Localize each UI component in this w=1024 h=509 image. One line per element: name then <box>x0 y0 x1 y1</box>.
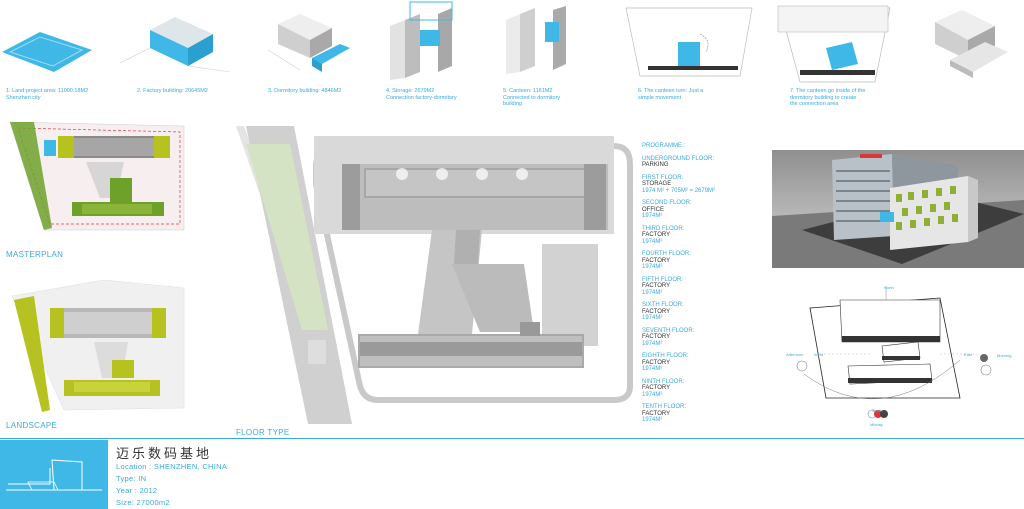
sun-label-east: East <box>964 352 973 357</box>
floor-name: SIXTH FLOOR: <box>642 302 684 308</box>
project-location: Location : SHENZHEN, CHINA <box>116 462 228 471</box>
project-type: Type: IN <box>116 474 147 483</box>
floor-area: 1974M² <box>642 340 663 347</box>
caption-line: 6. The canteen turn: Just a <box>638 88 704 94</box>
step-caption-6: 6. The canteen turn: Just a simple movem… <box>638 88 748 101</box>
step-caption-4: 4. Storage: 2679M2 Connection factory-do… <box>386 88 496 101</box>
floor-tenth: TENTH FLOOR: FACTORY 1974M² <box>642 404 762 424</box>
floor-name: FOURTH FLOOR: <box>642 251 691 257</box>
floor-area: 1974M² <box>642 366 663 372</box>
floor-fourth: FOURTH FLOOR: FACTORY 1974M² <box>642 251 762 271</box>
step-caption-2: 2. Factory building: 20645M2 <box>137 88 247 95</box>
sun-label-south: South <box>872 408 883 413</box>
sun-label-afternoon: Afternoon <box>786 352 804 357</box>
programme-heading: PROGRAMME : <box>642 143 686 149</box>
floor-name: SECOND FLOOR: <box>642 200 692 206</box>
sun-path-diagram <box>796 286 992 419</box>
floor-fifth: FIFTH FLOOR: FACTORY 1974M² <box>642 277 762 297</box>
floor-use: FACTORY <box>642 385 671 391</box>
caption-line: Connected to dormitory <box>503 94 561 101</box>
diagram-land-area <box>2 32 92 72</box>
caption-line: the connection area <box>790 101 839 107</box>
floor-area: 1974M² <box>642 213 663 219</box>
floor-area: 1974M² <box>642 315 663 321</box>
floor-area: 1974M² <box>642 417 663 423</box>
floor-name: FIFTH FLOOR: <box>642 276 683 283</box>
caption-line: 2. Factory building: 20645M2 <box>137 88 208 94</box>
floor-use: PARKING <box>642 162 669 168</box>
sun-label-north: North <box>884 285 894 290</box>
sun-label-morning: Morning <box>997 353 1012 358</box>
floor-use: STORAGE <box>642 181 672 187</box>
floor-area: 1974M² <box>642 264 663 270</box>
floor-third: THIRD FLOOR: FACTORY 1974M² <box>642 226 762 246</box>
floor-area: 1974 M² + 705M² = 2679M² <box>642 187 716 194</box>
floor-name: FIRST FLOOR: <box>642 174 684 181</box>
floor-use: FACTORY <box>642 232 671 238</box>
caption-line: 1. Land project area: 11000.18M2 <box>6 88 89 94</box>
floor-area: 1974M² <box>642 238 663 245</box>
sun-label-west: West <box>814 352 824 357</box>
floor-use: OFFICE <box>642 206 664 213</box>
masterplan-label: MASTERPLAN <box>6 250 64 259</box>
logo-mark <box>0 440 108 509</box>
step-caption-1: 1. Land project area: 11000.18M2 Shenzhe… <box>6 88 116 101</box>
diagram-factory-building <box>119 17 231 73</box>
caption-line: Connection factory-dormitory <box>386 94 457 101</box>
floor-use: FACTORY <box>642 308 671 315</box>
programme-list: PROGRAMME : UNDERGROUND FLOOR: PARKING F… <box>642 143 762 430</box>
concept-diagrams <box>2 1 1008 83</box>
masterplan-drawing <box>9 121 185 231</box>
floor-ninth: NINTH FLOOR: FACTORY 1974M² <box>642 379 762 399</box>
step-caption-5: 5. Canteen: 1161M2 Connected to dormitor… <box>503 88 613 108</box>
step-caption-3: 3. Dormitory building: 4846M2 <box>268 88 378 95</box>
floor-name: EIGHTH FLOOR: <box>642 353 689 359</box>
caption-line: dormitory building to create <box>790 94 857 101</box>
project-size: Size: 27000m2 <box>116 498 170 507</box>
caption-line: simple movement <box>638 94 682 101</box>
project-title: 迈乐数码基地 <box>116 447 213 462</box>
floor-use: FACTORY <box>642 334 671 340</box>
footer-divider <box>0 438 1024 439</box>
floor-type-plan <box>236 126 633 424</box>
landscape-label: LANDSCAPE <box>6 421 58 430</box>
caption-line: 4. Storage: 2679M2 <box>386 88 435 94</box>
floor-underground: UNDERGROUND FLOOR: PARKING <box>642 156 762 169</box>
floor-area: 1974M² <box>642 289 663 296</box>
project-year: Year : 2012 <box>116 486 158 495</box>
floor-name: THIRD FLOOR: <box>642 225 685 232</box>
diagram-dormitory-building <box>267 14 350 72</box>
floor-sixth: SIXTH FLOOR: FACTORY 1974M² <box>642 302 762 322</box>
caption-line: 7. The canteen go inside of the <box>790 88 866 94</box>
floor-use: FACTORY <box>642 257 671 264</box>
sun-label-midday: Midday <box>870 422 883 427</box>
floor-eighth: EIGHTH FLOOR: FACTORY 1974M² <box>642 353 762 373</box>
step-caption-7: 7. The canteen go inside of the dormitor… <box>790 88 910 108</box>
floor-first: FIRST FLOOR: STORAGE 1974 M² + 705M² = 2… <box>642 175 762 195</box>
building-render <box>772 150 1024 268</box>
caption-line: Shenzhen city <box>6 94 41 101</box>
diagram-storage <box>390 1 453 80</box>
caption-line: building <box>503 101 522 107</box>
floor-name: TENTH FLOOR: <box>642 404 687 410</box>
floor-name: UNDERGROUND FLOOR: <box>642 155 715 162</box>
diagram-canteen-inside <box>777 5 891 83</box>
diagram-canteen <box>506 6 566 74</box>
floor-seventh: SEVENTH FLOOR: FACTORY 1974M² <box>642 328 762 348</box>
floor-use: FACTORY <box>642 359 671 366</box>
caption-line: 3. Dormitory building: 4846M2 <box>268 88 342 94</box>
floor-name: SEVENTH FLOOR: <box>642 327 695 334</box>
diagram-canteen-turn <box>625 7 753 77</box>
diagram-final-massing <box>935 10 1008 78</box>
floor-use: FACTORY <box>642 283 671 289</box>
floor-type-label: FLOOR TYPE <box>236 428 290 437</box>
floor-area: 1974M² <box>642 391 663 398</box>
landscape-drawing <box>11 279 185 412</box>
floor-second: SECOND FLOOR: OFFICE 1974M² <box>642 200 762 220</box>
floor-name: NINTH FLOOR: <box>642 378 685 385</box>
floor-use: FACTORY <box>642 410 671 417</box>
caption-line: 5. Canteen: 1161M2 <box>503 88 553 94</box>
